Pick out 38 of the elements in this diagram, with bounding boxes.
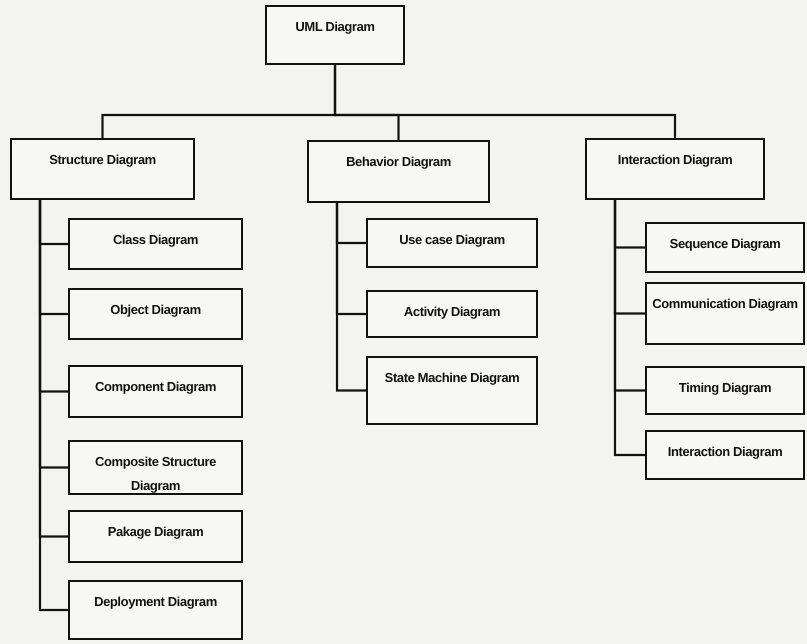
diagram-box [68,218,243,270]
diagram-box [366,356,538,425]
diagram-box [68,365,243,418]
box-label: Object Diagram [110,301,201,319]
box-label: Structure Diagram [49,151,156,169]
diagram-box [645,282,805,345]
diagram-box [366,290,538,338]
box-label: Activity Diagram [404,303,500,321]
connector-line [334,65,676,138]
connector-line [336,203,366,392]
box-label: Sequence Diagram [670,235,780,253]
diagram-box [585,138,765,200]
box-label: Timing Diagram [678,379,772,397]
diagram-box [68,440,243,495]
box-label: Interaction Diagram [618,151,732,169]
connector-line [38,200,68,612]
box-label: Class Diagram [112,231,198,249]
diagram-box [645,222,805,273]
box-label: Behavior Diagram [346,153,451,171]
diagram-box [645,430,805,480]
connector-line [614,200,645,456]
diagram-box [10,138,195,200]
diagram-box [265,5,405,65]
box-label: Pakage Diagram [108,523,204,541]
diagram-box [68,288,243,340]
diagram-box [307,140,490,203]
box-label: Component Diagram [94,378,216,396]
diagram-box [68,510,243,563]
box-label: Use case Diagram [399,231,505,249]
diagram-box [68,580,243,640]
box-label: Interaction Diagram [668,443,782,461]
diagram-box [645,366,805,415]
box-label: Composite Structure Diagram [94,453,217,495]
box-label: State Machine Diagram [384,369,520,387]
box-label: Communication Diagram [652,295,798,313]
box-label: UML Diagram [295,18,375,36]
diagram-box [366,218,538,268]
box-label: Deployment Diagram [94,593,217,611]
